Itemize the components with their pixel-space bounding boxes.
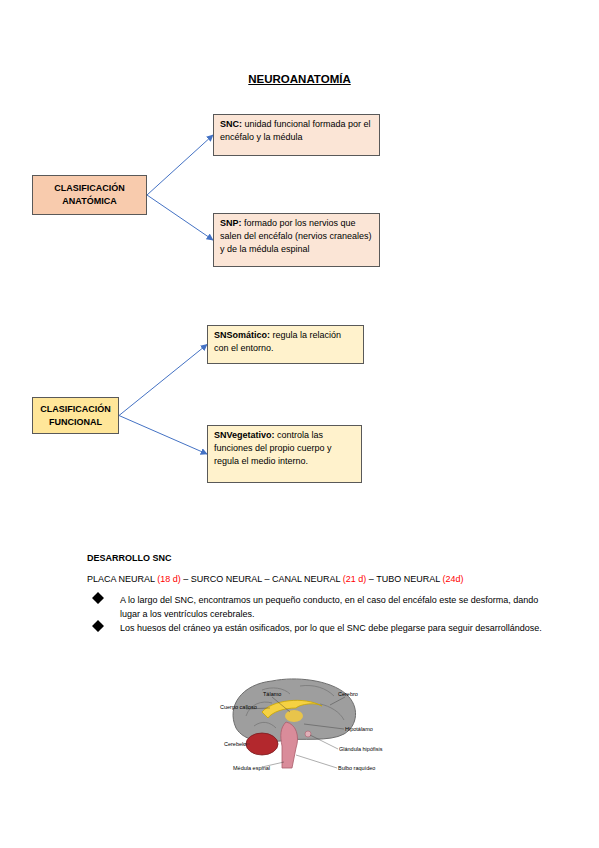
- day-count: (24d): [442, 574, 463, 584]
- stage-name: PLACA NEURAL: [87, 574, 155, 584]
- arrow-connector: [119, 416, 207, 455]
- stage-line: PLACA NEURAL (18 d) – SURCO NEURAL – CAN…: [87, 572, 463, 586]
- stage-name: – SURCO NEURAL – CANAL NEURAL: [183, 574, 340, 584]
- arrow-connector: [147, 195, 213, 240]
- box-text: SNSomático: regula la relación con el en…: [214, 329, 357, 355]
- term-label: SNP:: [220, 218, 242, 228]
- bullet-text: A lo largo del SNC, encontramos un peque…: [120, 593, 545, 621]
- box-body: formado por los nervios que salen del en…: [220, 218, 372, 254]
- anatomy-label: Cerebelo: [224, 741, 246, 747]
- day-count: (21 d): [343, 574, 367, 584]
- box-body: CLASIFICACIÓN ANATÓMICA: [54, 183, 125, 206]
- box-text: CLASIFICACIÓN ANATÓMICA: [37, 182, 142, 208]
- section-heading: DESARROLLO SNC: [87, 551, 172, 565]
- box-text: CLASIFICACIÓN FUNCIONAL: [37, 403, 114, 429]
- bullet-text: Los huesos del cráneo ya están osificado…: [120, 621, 545, 635]
- definition-box: SNC: unidad funcional formada por el enc…: [213, 114, 380, 156]
- term-label: SNC:: [220, 119, 242, 129]
- bullet-symbol: [92, 620, 104, 632]
- day-count: (18 d): [157, 574, 181, 584]
- anatomy-label: Cuerpo calloso: [220, 704, 257, 710]
- anatomy-label: Médula espinal: [233, 765, 270, 771]
- stage-name: – TUBO NEURAL: [369, 574, 440, 584]
- category-box: CLASIFICACIÓN FUNCIONAL: [32, 397, 119, 434]
- box-body: CLASIFICACIÓN FUNCIONAL: [40, 404, 111, 427]
- page-title: NEUROANATOMÍA: [0, 73, 599, 85]
- term-label: SNSomático:: [214, 330, 270, 340]
- anatomy-label: Hipotálamo: [345, 726, 373, 732]
- arrow-connector: [119, 345, 207, 416]
- definition-box: SNVegetativo: controla las funciones del…: [207, 425, 362, 483]
- bullet-symbol: [92, 592, 104, 604]
- category-box: CLASIFICACIÓN ANATÓMICA: [32, 175, 147, 215]
- definition-box: SNP: formado por los nervios que salen d…: [213, 213, 380, 267]
- box-text: SNP: formado por los nervios que salen d…: [220, 217, 373, 256]
- anatomy-label: Glándula hipófisis: [339, 746, 382, 752]
- anatomy-label: Cerebro: [338, 691, 358, 697]
- term-label: SNVegetativo:: [214, 430, 275, 440]
- box-text: SNC: unidad funcional formada por el enc…: [220, 118, 373, 144]
- box-text: SNVegetativo: controla las funciones del…: [214, 429, 355, 468]
- arrow-connector: [147, 135, 213, 195]
- definition-box: SNSomático: regula la relación con el en…: [207, 325, 364, 364]
- anatomy-label: Tálamo: [263, 691, 281, 697]
- anatomy-label: Bulbo raquídeo: [338, 765, 375, 771]
- box-body: unidad funcional formada por el encéfalo…: [220, 119, 371, 142]
